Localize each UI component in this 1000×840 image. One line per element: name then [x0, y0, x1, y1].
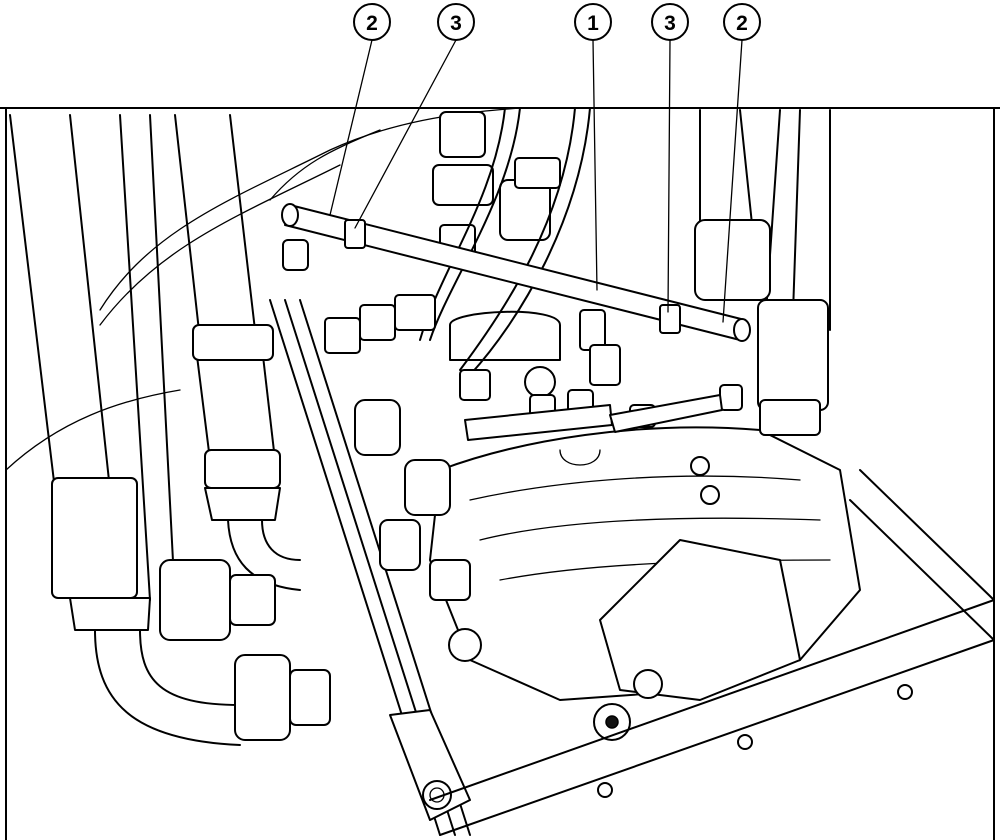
background-wires: [5, 107, 521, 471]
fuel-line-tube: [281, 203, 751, 342]
callout-label: 3: [450, 12, 462, 35]
mounting-plates: [464, 394, 723, 466]
callout-label: 1: [587, 12, 599, 35]
callout-label: 3: [664, 12, 676, 35]
left-hose-fittings: [51, 324, 331, 746]
callout-1: 1: [574, 3, 612, 41]
valve-block: [324, 107, 621, 401]
callout-2-left: 2: [353, 3, 391, 41]
bolts: [282, 239, 743, 601]
callout-3-left: 3: [437, 3, 475, 41]
callout-label: 2: [736, 12, 748, 35]
pump-housing: [429, 426, 861, 741]
right-frame: [429, 109, 995, 836]
frame-border: [0, 107, 1000, 840]
leader-lines: [329, 39, 743, 323]
callout-2-right: 2: [723, 3, 761, 41]
callout-label: 2: [366, 12, 378, 35]
callout-3-right: 3: [651, 3, 689, 41]
